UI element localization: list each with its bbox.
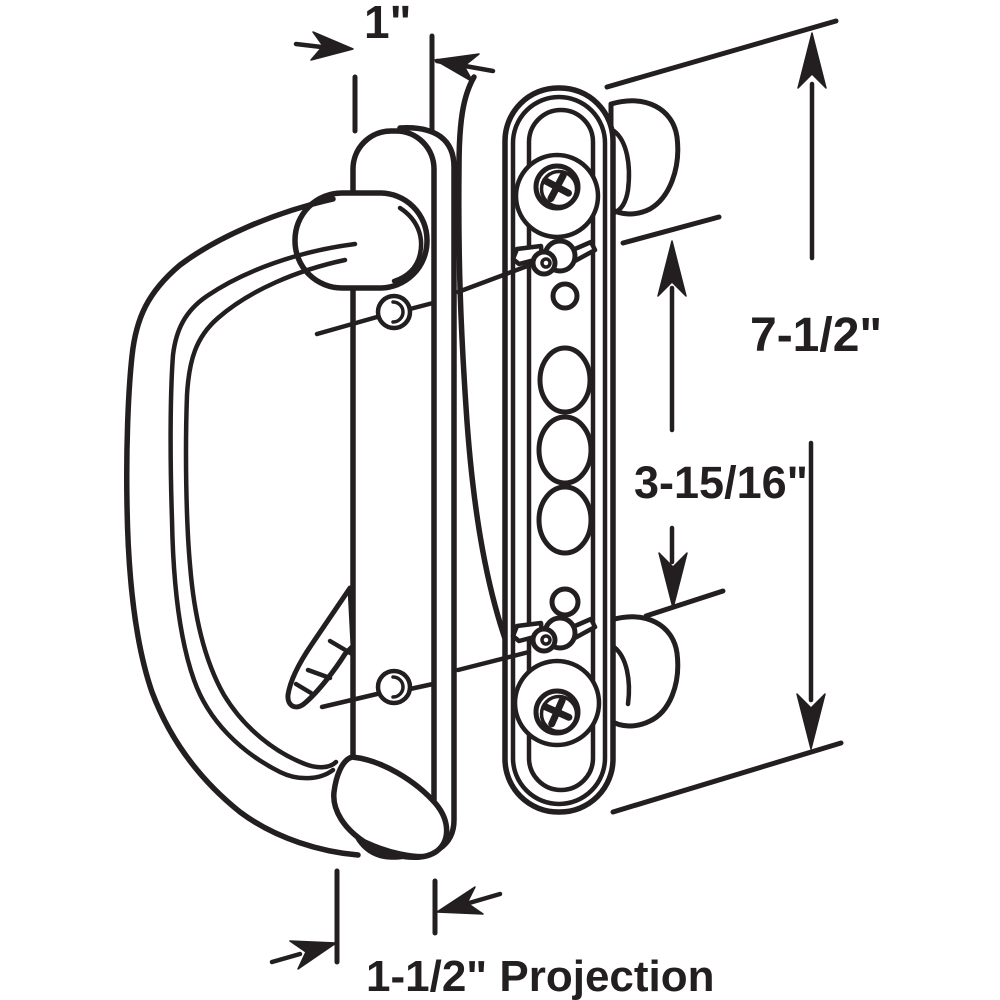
backplate-screw-hole-top [375,293,413,331]
arrowhead-left-icon [434,53,480,83]
arrowhead-down-icon [796,693,826,750]
latch-lever [285,585,356,710]
backplate-screw-hole-bottom [375,668,413,706]
hole-2 [536,414,594,486]
grip-inner-line-upper [168,241,358,781]
extension-line [604,18,839,90]
hole-1 [537,345,593,415]
phillips-screw-top [533,163,581,211]
leader-top [314,262,533,337]
extension-line [643,588,726,619]
extension-line [610,740,844,815]
arrowhead-up-icon [657,240,687,297]
screw-spacing-label: 3-15/16" [634,457,808,508]
arrowhead-down-icon [658,552,688,609]
extension-line [620,214,722,246]
grip-inner-line-lower [183,257,348,770]
dimension-screw-spacing: 3-15/16" [620,214,808,619]
projection-label: 1-1/2" Projection [366,952,715,1000]
dimension-projection: 1-1/2" Projection [269,868,715,1000]
leader-bottom [319,649,532,710]
housing-profile-curve [456,74,515,661]
hole-3 [536,484,594,556]
arrowhead-up-icon [797,32,827,89]
handle-post-bottom-inner-line [363,839,430,859]
arrow-shaft [269,951,303,965]
arrowhead-left-icon [436,886,484,915]
dimension-plate-width: 1" [293,0,496,134]
plate-inner-edge [510,94,608,807]
phillips-screw-bottom [533,688,581,736]
dimension-overall-height: 7-1/2" [604,18,882,815]
mounting-plate-assembly [456,74,681,815]
small-hole-top [550,281,580,311]
spindle-pin-bottom [510,615,598,654]
overall-height-label: 7-1/2" [750,309,882,362]
plate-width-label: 1" [364,0,411,48]
arrowhead-right-icon [289,940,337,970]
small-hole-bottom [549,586,581,618]
spindle-pin-top [510,238,598,277]
mounting-lug-top [608,98,681,217]
mounting-lug-bottom [608,614,681,729]
grip-outer-contour [123,196,361,858]
arrowhead-right-icon [310,31,354,61]
handle-assembly [123,125,457,860]
leader-lines [314,262,533,710]
handle-post-top-neck [391,205,424,284]
